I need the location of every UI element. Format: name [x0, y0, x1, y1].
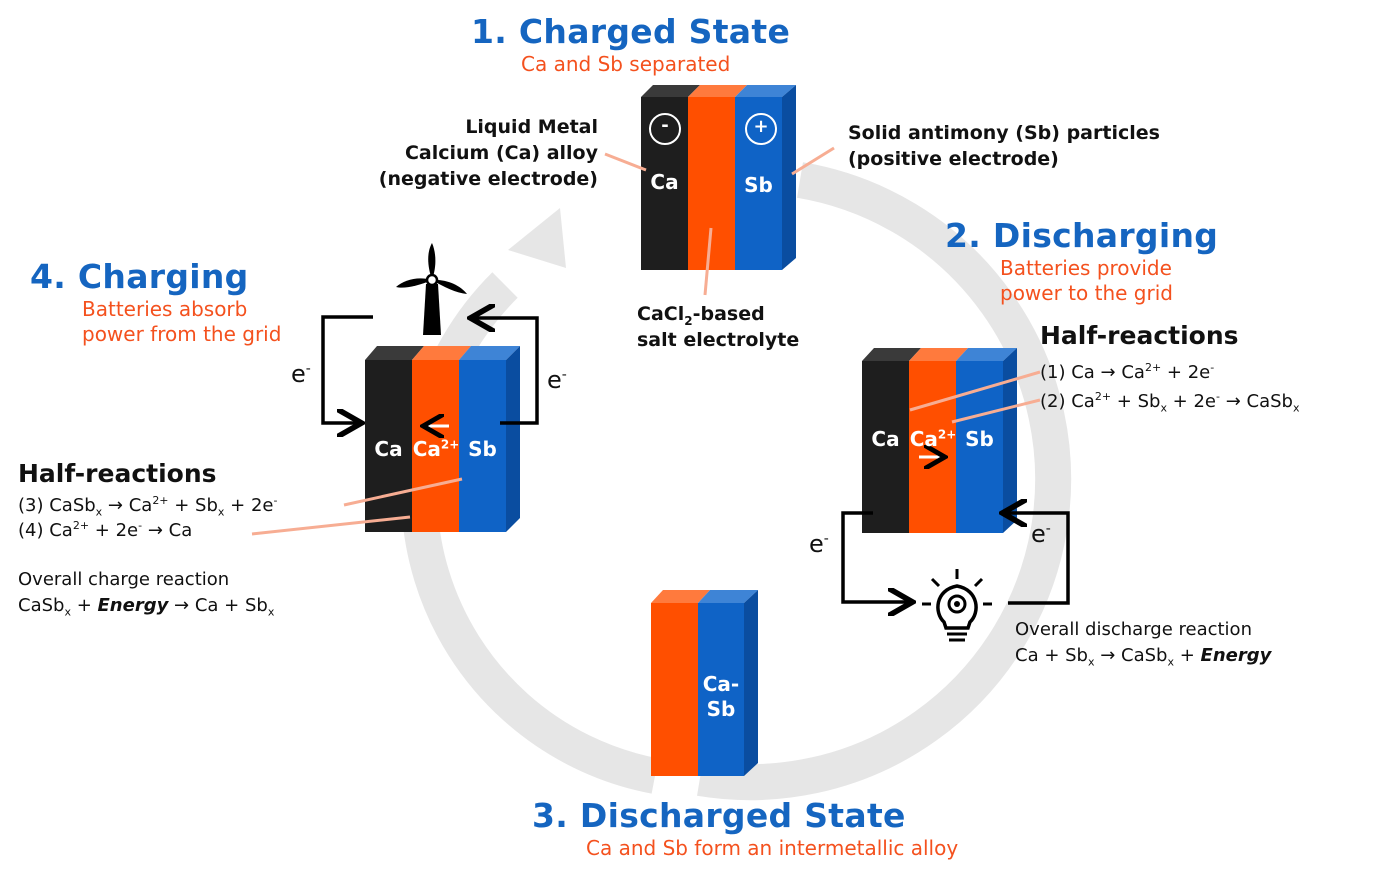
- cycle-arc-1-to-3: [697, 162, 1072, 801]
- overall-charge-equation: CaSbx + Energy → Ca + Sbx: [18, 595, 275, 619]
- state-4-subtitle-line1: Batteries absorb: [82, 297, 248, 321]
- reaction-3: (3) CaSbx → Ca2+ + Sbx + 2e-: [18, 494, 278, 519]
- minus-terminal-icon: [649, 113, 681, 145]
- state-4-title: 4. Charging: [30, 257, 249, 296]
- cell2-sb-label: Sb: [965, 427, 994, 451]
- state-2-subtitle-line2: power to the grid: [1000, 281, 1173, 305]
- electron-label-charge-right: e-: [547, 366, 567, 394]
- overall-discharge-title: Overall discharge reaction: [1015, 619, 1252, 640]
- electrolyte-label-1: CaCl2-based: [637, 303, 765, 328]
- antimony-label-1: Solid antimony (Sb) particles: [848, 122, 1160, 144]
- plus-sign: +: [753, 116, 769, 137]
- state-3-title: 3. Discharged State: [532, 796, 906, 835]
- reaction-4: (4) Ca2+ + 2e- → Ca: [18, 519, 193, 541]
- overall-discharge-equation: Ca + Sbx → CaSbx + Energy: [1015, 645, 1272, 669]
- cell4-ca-label: Ca: [374, 437, 403, 461]
- alloy-label-line1: Ca-: [702, 672, 740, 696]
- electron-label-discharge-right: e-: [1031, 520, 1051, 548]
- cycle-arrowhead: [508, 208, 566, 268]
- overall-charge-title: Overall charge reaction: [18, 569, 230, 590]
- electrolyte-layer: [688, 97, 735, 270]
- state-2-subtitle-line1: Batteries provide: [1000, 256, 1172, 280]
- cell-discharged: [651, 590, 758, 776]
- discharge-half-reactions-title: Half-reactions: [1040, 321, 1239, 350]
- reaction-2: (2) Ca2+ + Sbx + 2e- → CaSbx: [1040, 390, 1300, 415]
- liquid-metal-label-3: (negative electrode): [378, 168, 598, 190]
- liquid-metal-label-2: Calcium (Ca) alloy: [404, 142, 598, 164]
- charge-half-reactions-title: Half-reactions: [18, 459, 217, 488]
- minus-sign: -: [661, 115, 669, 136]
- state-1-title: 1. Charged State: [471, 12, 791, 51]
- antimony-label-2: (positive electrode): [848, 148, 1059, 170]
- cell2-ion-label: Ca2+: [909, 427, 957, 451]
- sb-electrode: [735, 97, 782, 270]
- charging-circuit: [321, 317, 539, 423]
- leader-lines: [251, 146, 1041, 536]
- cell-charging: [365, 346, 520, 532]
- state-4-subtitle-line2: power from the grid: [82, 322, 282, 346]
- state-3-subtitle: Ca and Sb form an intermetallic alloy: [586, 836, 959, 860]
- liquid-metal-label-1: Liquid Metal: [465, 116, 598, 138]
- cell2-ca-label: Ca: [871, 427, 900, 451]
- electrolyte-label-2: salt electrolyte: [637, 329, 800, 351]
- cell4-sb-label: Sb: [468, 437, 497, 461]
- alloy-label-line2: Sb: [706, 697, 736, 721]
- plus-terminal-icon: [745, 113, 777, 145]
- cell-discharging: [862, 348, 1017, 533]
- wind-turbine-icon: [396, 243, 467, 335]
- discharging-circuit: [841, 513, 1070, 603]
- state-1-subtitle: Ca and Sb separated: [521, 52, 731, 76]
- reaction-1: (1) Ca → Ca2+ + 2e-: [1040, 361, 1215, 383]
- ca-sb-alloy: [698, 603, 744, 776]
- cell1-sb-label: Sb: [744, 173, 773, 197]
- state-2-title: 2. Discharging: [945, 216, 1219, 255]
- cell1-ca-label: Ca: [650, 170, 679, 194]
- electron-label-charge-left: e-: [291, 360, 311, 388]
- light-bulb-icon: [922, 569, 992, 642]
- cell-charged: [641, 85, 796, 270]
- cell4-ion-label: Ca2+: [412, 437, 460, 461]
- electron-label-discharge-left: e-: [809, 530, 829, 558]
